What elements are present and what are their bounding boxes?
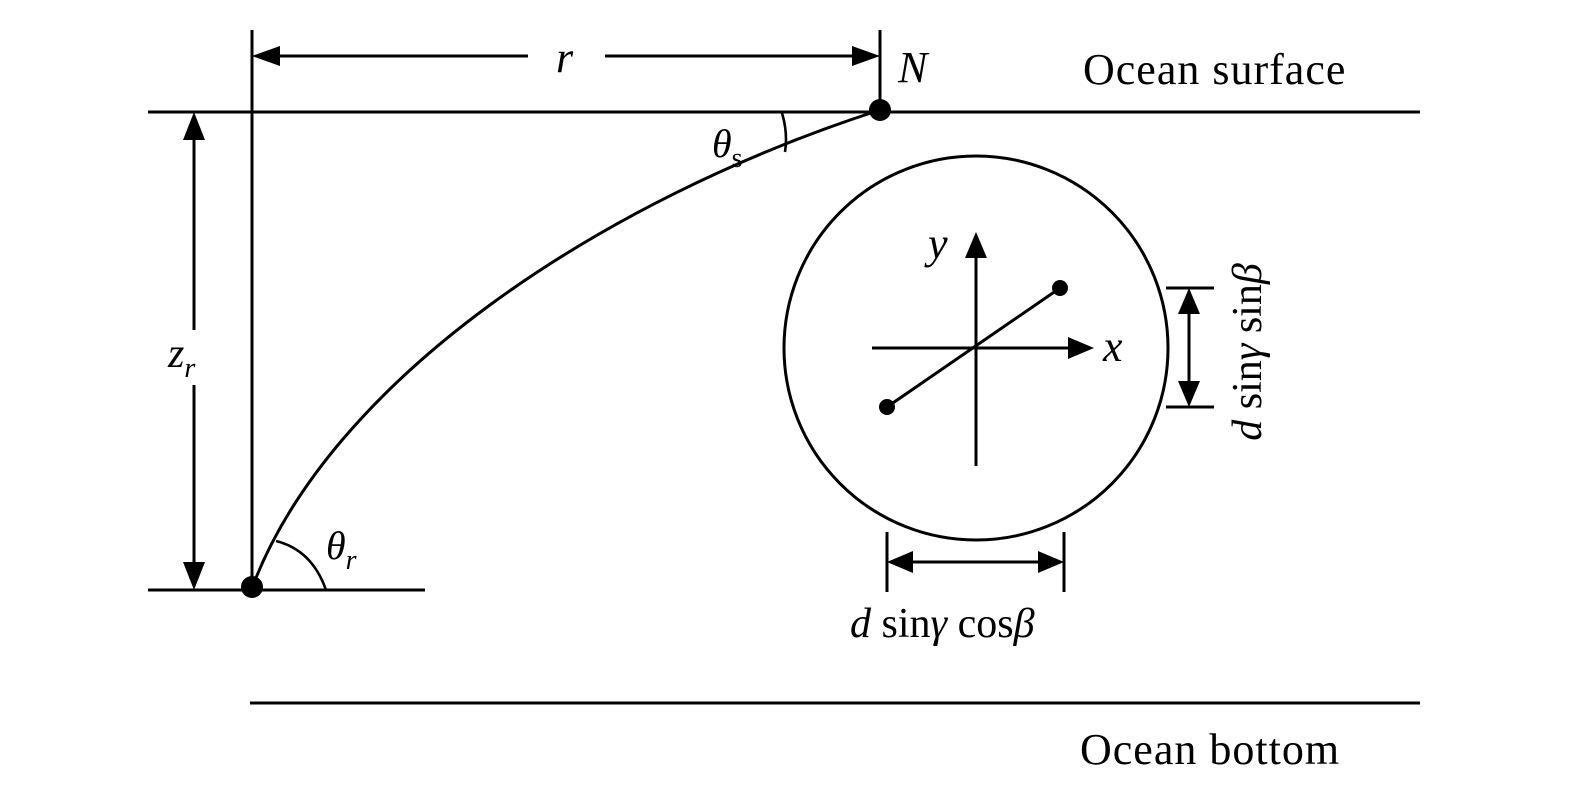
vp-gamma: γ (1225, 343, 1271, 361)
range-label: r (556, 33, 574, 82)
theta-s-angle-arc (780, 112, 788, 153)
hp-gamma: γ (930, 601, 948, 647)
theta-r-label: θr (326, 523, 357, 575)
hp-d: d (850, 601, 871, 647)
array-circle (782, 154, 1170, 542)
theta-s-subscript: s (731, 143, 743, 174)
vp-d: d (1225, 419, 1271, 441)
x-axis-label: x (1103, 322, 1123, 371)
ocean-bottom-label: Ocean bottom (1080, 725, 1341, 774)
depth-subscript: r (184, 353, 196, 384)
depth-label: zr (168, 331, 195, 383)
theta-r-angle-arc (275, 539, 328, 591)
y-axis-label: y (928, 219, 948, 268)
dipole-segment (886, 286, 1061, 409)
hp-sin: sin (881, 601, 931, 647)
theta-s-symbol: θ (712, 121, 732, 166)
receiver-dot (241, 576, 263, 598)
range-arrowhead-left (252, 46, 280, 66)
source-dot (869, 99, 891, 121)
hp-cos: cos (957, 601, 1014, 647)
vp-sin1: sin (1225, 360, 1271, 410)
x-axis-arrowhead (1068, 337, 1094, 359)
vertical-projection-arrowhead-top (1178, 288, 1200, 314)
ray-path-curve (250, 108, 881, 589)
dipole-end-upper (1052, 280, 1068, 296)
y-axis-arrowhead (965, 232, 987, 258)
dipole-end-lower (879, 399, 895, 415)
source-label: N (898, 43, 928, 92)
theta-s-label: θs (712, 121, 743, 173)
ocean-surface-label: Ocean surface (1083, 45, 1347, 94)
depth-arrowhead-top (183, 112, 205, 140)
theta-r-subscript: r (345, 545, 357, 576)
theta-r-symbol: θ (326, 523, 346, 568)
vp-sin2: sin (1225, 284, 1271, 334)
horizontal-projection-label: d sinγ cosβ (850, 603, 1035, 645)
depth-symbol: z (168, 331, 185, 377)
horizontal-projection-arrowhead-right (1038, 551, 1064, 573)
range-arrowhead-right (852, 46, 880, 66)
hp-beta: β (1013, 601, 1035, 647)
depth-arrowhead-bottom (183, 562, 205, 590)
horizontal-projection-arrowhead-left (887, 551, 913, 573)
vp-beta: β (1225, 263, 1271, 285)
vertical-projection-arrowhead-bottom (1178, 381, 1200, 407)
vertical-projection-label: d sinγ sinβ (1225, 263, 1271, 441)
